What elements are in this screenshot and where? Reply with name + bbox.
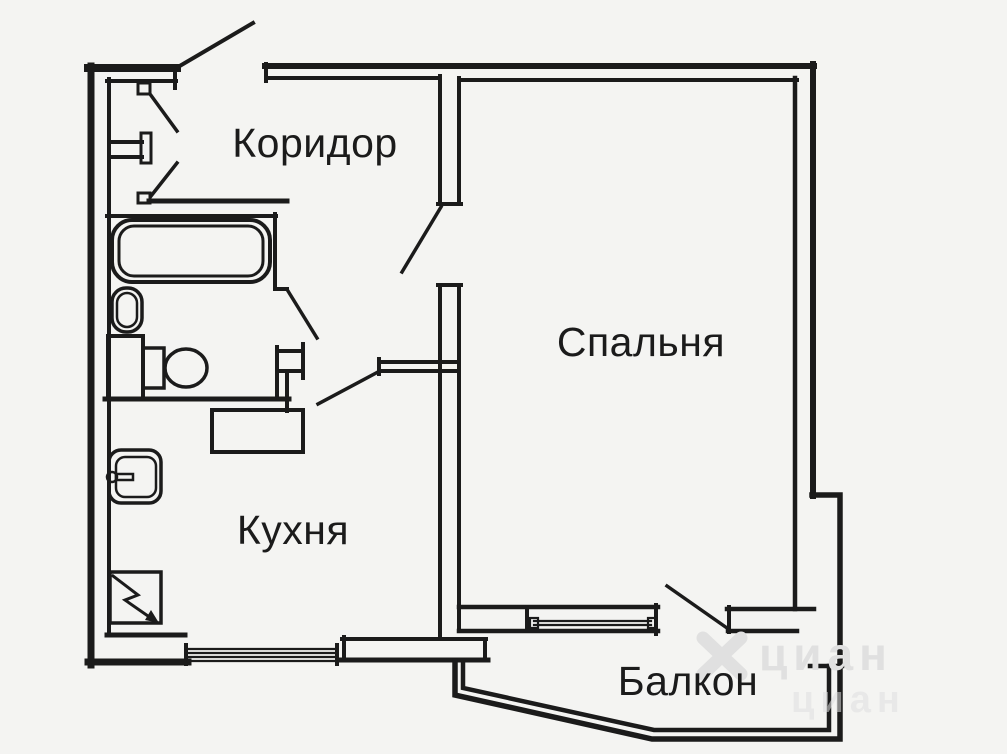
kitchen-entry — [210, 357, 461, 454]
stove-arrowhead — [145, 610, 159, 623]
washbasin-inner — [115, 291, 139, 329]
balcony-outline — [452, 492, 845, 742]
stove-arrow — [110, 573, 151, 619]
watermark-text-2: циан — [791, 679, 906, 721]
bathtub-inner — [117, 224, 265, 278]
faucet-spout — [114, 472, 135, 482]
kitchen-window — [186, 647, 338, 663]
bedroom-window — [528, 616, 658, 630]
entrance-door-leaf — [175, 20, 256, 70]
closet-door-swing-2 — [148, 160, 180, 199]
watermark: циан циан — [696, 628, 906, 721]
closet-divider — [139, 131, 153, 165]
electric-stove — [108, 570, 163, 625]
entrance-door-swing — [175, 20, 256, 70]
room-label-bedroom: Спальня — [557, 319, 725, 365]
toilet-bowl — [163, 347, 209, 389]
watermark-logo-icon — [696, 631, 748, 681]
bathroom-door-swing — [285, 288, 320, 341]
bathroom — [102, 198, 320, 413]
kitchen-door-swing — [315, 369, 381, 407]
kitchen-bottom-wall — [104, 632, 491, 666]
toilet-cistern — [141, 346, 166, 390]
washbasin-outer — [110, 286, 144, 334]
exterior-walls — [84, 61, 817, 669]
corridor-bedroom-wall — [399, 74, 463, 641]
room-labels: Коридор Спальня Кухня Балкон — [232, 120, 758, 704]
watermark-text: циан — [759, 628, 893, 680]
bedroom-bottom-wall — [456, 583, 817, 636]
closet-door-swing-1 — [147, 91, 180, 134]
closet-jamb-top — [136, 81, 152, 96]
balcony-inner — [460, 658, 832, 733]
bedroom-door-swing — [399, 204, 444, 275]
kitchen-sink-inner — [114, 455, 158, 499]
kitchen-fixtures — [105, 448, 163, 625]
room-label-balcony: Балкон — [618, 658, 758, 704]
balcony-door-swing — [664, 583, 730, 631]
room-label-corridor: Коридор — [232, 120, 397, 166]
closet-jamb-bottom — [136, 191, 152, 205]
balcony-outer — [452, 492, 843, 742]
storage-cabinet — [106, 334, 145, 401]
bathtub-outer — [110, 218, 272, 284]
kitchen-counter — [210, 408, 305, 454]
room-label-kitchen: Кухня — [237, 507, 349, 553]
kitchen-sink-outer — [107, 448, 163, 505]
